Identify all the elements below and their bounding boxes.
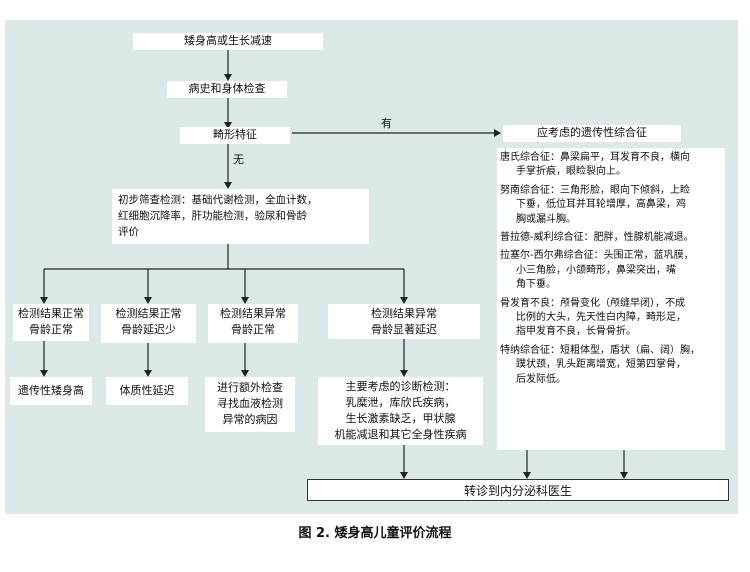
- label-yes: 有: [381, 117, 392, 130]
- syndrome-line: 胸或漏斗胸。: [516, 213, 576, 225]
- syndrome-noonan: 努南综合征：三角形脸，眼向下倾斜，上睑 下垂，低位耳并耳轮增厚，高鼻梁，鸡 胸或…: [500, 184, 722, 227]
- syndrome-skeletal-dysplasia: 骨发育不良：颅骨变化（颅缝早闭），不成 比例的大头，先天性白内障，畸形足， 指甲…: [500, 297, 722, 340]
- outcome-line: 机能减退和其它全身性疾病: [334, 428, 467, 441]
- syndrome-line: 下垂，低位耳并耳轮增厚，高鼻梁，鸡: [516, 199, 686, 211]
- result-line: 检测结果异常: [220, 307, 286, 320]
- syndrome-line: 后发际低。: [516, 373, 566, 385]
- syndrome-line: 普拉德-威利综合征：肥胖，性腺机能减退。: [500, 232, 694, 244]
- outcome-line: 进行额外检查: [217, 381, 283, 394]
- node-syndrome-title: 应考虑的遗传性综合征: [503, 125, 681, 142]
- label-no: 无: [233, 153, 244, 166]
- outcome-line: 乳糜泄，库欣氏疾病，: [345, 396, 456, 409]
- syndrome-line: 小三角脸，小颌畸形，鼻梁突出，嘴: [516, 264, 676, 276]
- result-line: 检测结果正常: [18, 307, 84, 320]
- syndrome-prader-willi: 普拉德-威利综合征：肥胖，性腺机能减退。: [500, 231, 722, 245]
- screening-line-2: 红细胞沉降率，肝功能检测，验尿和骨龄: [118, 210, 307, 222]
- outcome-line: 主要考虑的诊断检测：: [345, 380, 456, 393]
- screening-line-3: 评价: [118, 226, 139, 238]
- result-line: 检测结果正常: [115, 307, 182, 320]
- outcome-diagnostic-tests: 主要考虑的诊断检测： 乳糜泄，库欣氏疾病， 生长激素缺乏，甲状腺 机能减退和其它…: [318, 377, 483, 445]
- syndrome-line: 比例的大头，先天性白内障，畸形足，: [516, 312, 686, 324]
- syndrome-line: 特纳综合征：短粗体型，盾状（扁、阔）胸，: [500, 344, 700, 356]
- syndrome-down: 唐氏综合征：鼻梁扁平，耳发育不良，横向 手掌折痕，眼睑裂向上。: [500, 151, 722, 180]
- result-abnormal-bone-very-delayed: 检测结果异常 骨龄显著延迟: [328, 304, 480, 339]
- result-normal-bone-normal: 检测结果正常 骨龄正常: [13, 304, 89, 341]
- syndrome-line: 唐氏综合征：鼻梁扁平，耳发育不良，横向: [500, 152, 690, 163]
- syndrome-list: 唐氏综合征：鼻梁扁平，耳发育不良，横向 手掌折痕，眼睑裂向上。 努南综合征：三角…: [497, 148, 725, 450]
- outcome-constitutional-delay: 体质性延迟: [106, 377, 188, 405]
- result-line: 骨龄延迟少: [121, 323, 176, 336]
- outcome-familial-short-stature: 遗传性矮身高: [10, 377, 92, 405]
- result-normal-bone-delayed: 检测结果正常 骨龄延迟少: [101, 304, 196, 343]
- node-referral: 转诊到内分泌科医生: [307, 479, 729, 501]
- outcome-line: 异常的病因: [222, 413, 278, 426]
- node-start: 矮身高或生长减速: [133, 33, 323, 50]
- syndrome-line: 手掌折痕，眼睑裂向上。: [516, 166, 626, 178]
- result-line: 检测结果异常: [371, 307, 437, 320]
- result-abnormal-bone-normal: 检测结果异常 骨龄正常: [208, 304, 298, 343]
- syndrome-line: 骨发育不良：颅骨变化（颅缝早闭），不成: [500, 297, 685, 309]
- outcome-line: 寻找血液检测: [217, 397, 283, 410]
- outcome-further-tests: 进行额外检查 寻找血液检测 异常的病因: [205, 377, 295, 432]
- node-screening: 初步筛查检测：基础代谢检测，全血计数， 红细胞沉降率，肝功能检测，验尿和骨龄 评…: [112, 189, 369, 244]
- figure-caption: 图 2. 矮身高儿童评价流程: [298, 526, 452, 541]
- syndrome-russell-silver: 拉塞尔-西尔弗综合征：头围正常，蓝巩膜， 小三角脸，小颌畸形，鼻梁突出，嘴 角下…: [500, 249, 722, 292]
- screening-line-1: 初步筛查检测：基础代谢检测，全血计数，: [118, 194, 318, 206]
- syndrome-line: 拉塞尔-西尔弗综合征：头围正常，蓝巩膜，: [500, 250, 694, 262]
- outcome-line: 生长激素缺乏，甲状腺: [345, 412, 456, 425]
- node-history: 病史和身体检查: [167, 81, 287, 98]
- node-dysmorphic: 畸形特征: [180, 127, 290, 144]
- syndrome-line: 角下垂。: [516, 279, 556, 291]
- result-line: 骨龄正常: [231, 323, 275, 336]
- syndrome-line: 蹼状颈，乳头距离增宽，短第四掌骨，: [516, 359, 686, 371]
- syndrome-line: 指甲发育不良，长骨骨折。: [516, 326, 636, 338]
- result-line: 骨龄显著延迟: [371, 323, 437, 336]
- result-line: 骨龄正常: [29, 323, 73, 336]
- syndrome-turner: 特纳综合征：短粗体型，盾状（扁、阔）胸， 蹼状颈，乳头距离增宽，短第四掌骨， 后…: [500, 344, 722, 387]
- syndrome-line: 努南综合征：三角形脸，眼向下倾斜，上睑: [500, 184, 690, 196]
